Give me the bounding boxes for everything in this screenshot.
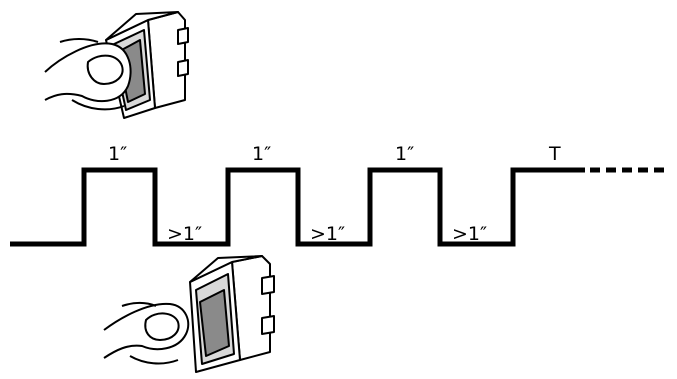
pulse-label-3: 1″ bbox=[395, 143, 414, 165]
pulse-label-1: 1″ bbox=[108, 143, 127, 165]
gap-label-3: >1″ bbox=[452, 223, 487, 245]
pulse-waveform bbox=[10, 167, 668, 247]
finger-releasing-button-icon bbox=[103, 255, 275, 373]
finger-pressing-button-icon bbox=[44, 11, 189, 119]
gap-label-2: >1″ bbox=[310, 223, 345, 245]
pulse-label-2: 1″ bbox=[252, 143, 271, 165]
pulse-label-t: T bbox=[548, 143, 561, 165]
gap-label-1: >1″ bbox=[167, 223, 202, 245]
